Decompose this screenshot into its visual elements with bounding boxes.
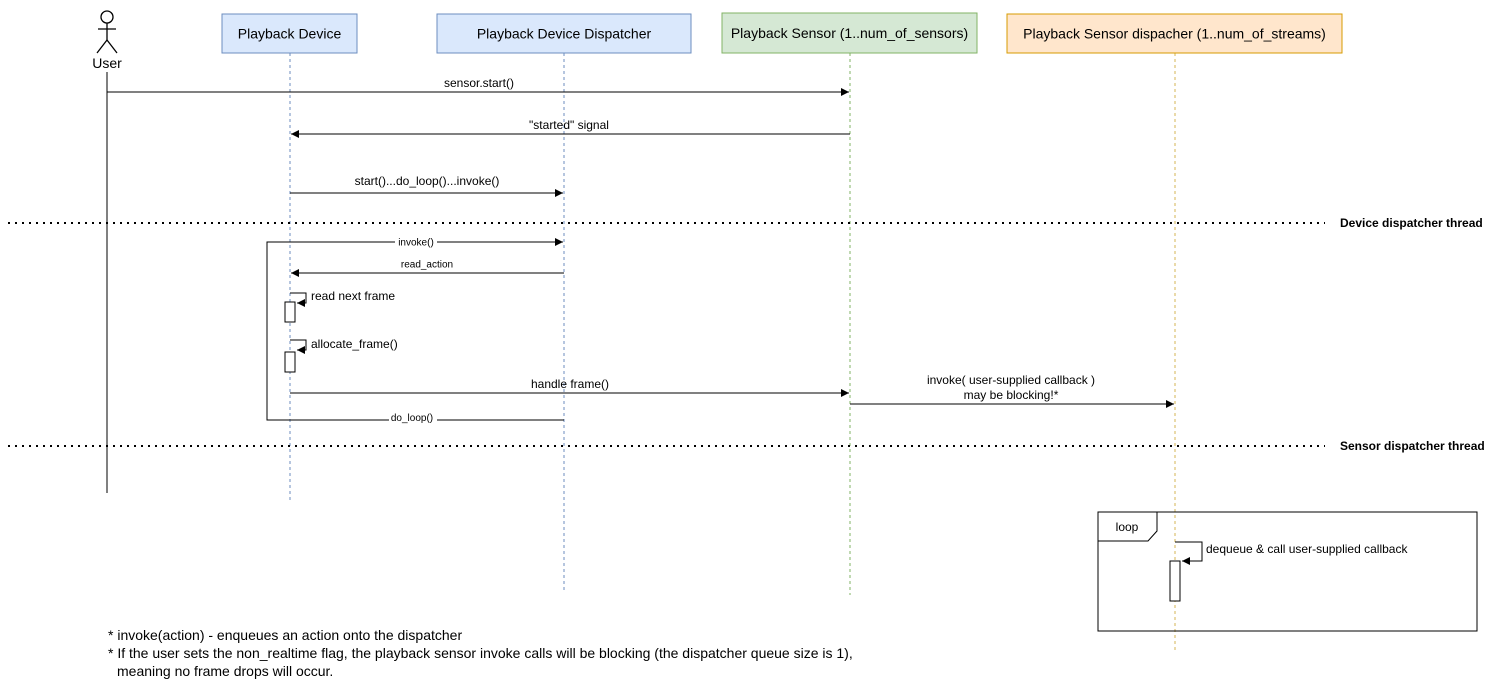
dequeue-label: dequeue & call user-supplied callback [1206,542,1408,556]
invoke-callback-label-line2: may be blocking!* [964,388,1059,402]
device-thread-label: Device dispatcher thread [1340,216,1483,230]
invoke-label: invoke() [398,238,434,249]
dequeue-arrow [1175,541,1203,565]
invoke-callback-label-line1: invoke( user-supplied callback ) [927,373,1095,387]
start-do-loop-invoke-label: start()...do_loop()...invoke() [355,174,500,188]
read-next-frame-label: read next frame [311,289,395,303]
handle-frame-label: handle frame() [531,377,609,391]
read-next-frame-activation [284,301,296,323]
loop-label: loop [1116,520,1139,534]
read-next-frame-arrow [290,292,307,307]
dispatcher-box [436,13,692,54]
allocate-frame-arrow [290,339,307,354]
user-actor-icon [96,10,118,54]
device-loop-path [266,241,395,421]
dispatcher-title: Playback Device Dispatcher [477,26,652,42]
device-title: Playback Device [238,26,342,42]
read-action-label: read_action [401,260,453,271]
sensor-start-label: sensor.start() [444,76,514,90]
loop-frame-tab [1098,512,1158,542]
sensor-thread-label: Sensor dispatcher thread [1340,439,1485,453]
footnote-line2: * If the user sets the non_realtime flag… [108,645,853,661]
footnote-line1: * invoke(action) - enqueues an action on… [108,627,462,643]
user-label: User [92,55,122,71]
sensor-dispatcher-box [1006,13,1343,54]
dequeue-activation [1169,560,1181,602]
footnote-line3: meaning no frame drops will occur. [117,663,333,679]
do-loop-label: do_loop() [391,413,433,424]
loop-frame [1097,511,1478,632]
allocate-frame-label: allocate_frame() [311,337,398,351]
device-box [221,13,358,54]
sensor-title: Playback Sensor (1..num_of_sensors) [731,25,968,41]
sensor-box [721,12,978,54]
allocate-frame-activation [284,351,296,373]
started-signal-label: "started" signal [529,118,609,132]
sensor-dispatcher-title: Playback Sensor dispacher (1..num_of_str… [1023,26,1326,42]
